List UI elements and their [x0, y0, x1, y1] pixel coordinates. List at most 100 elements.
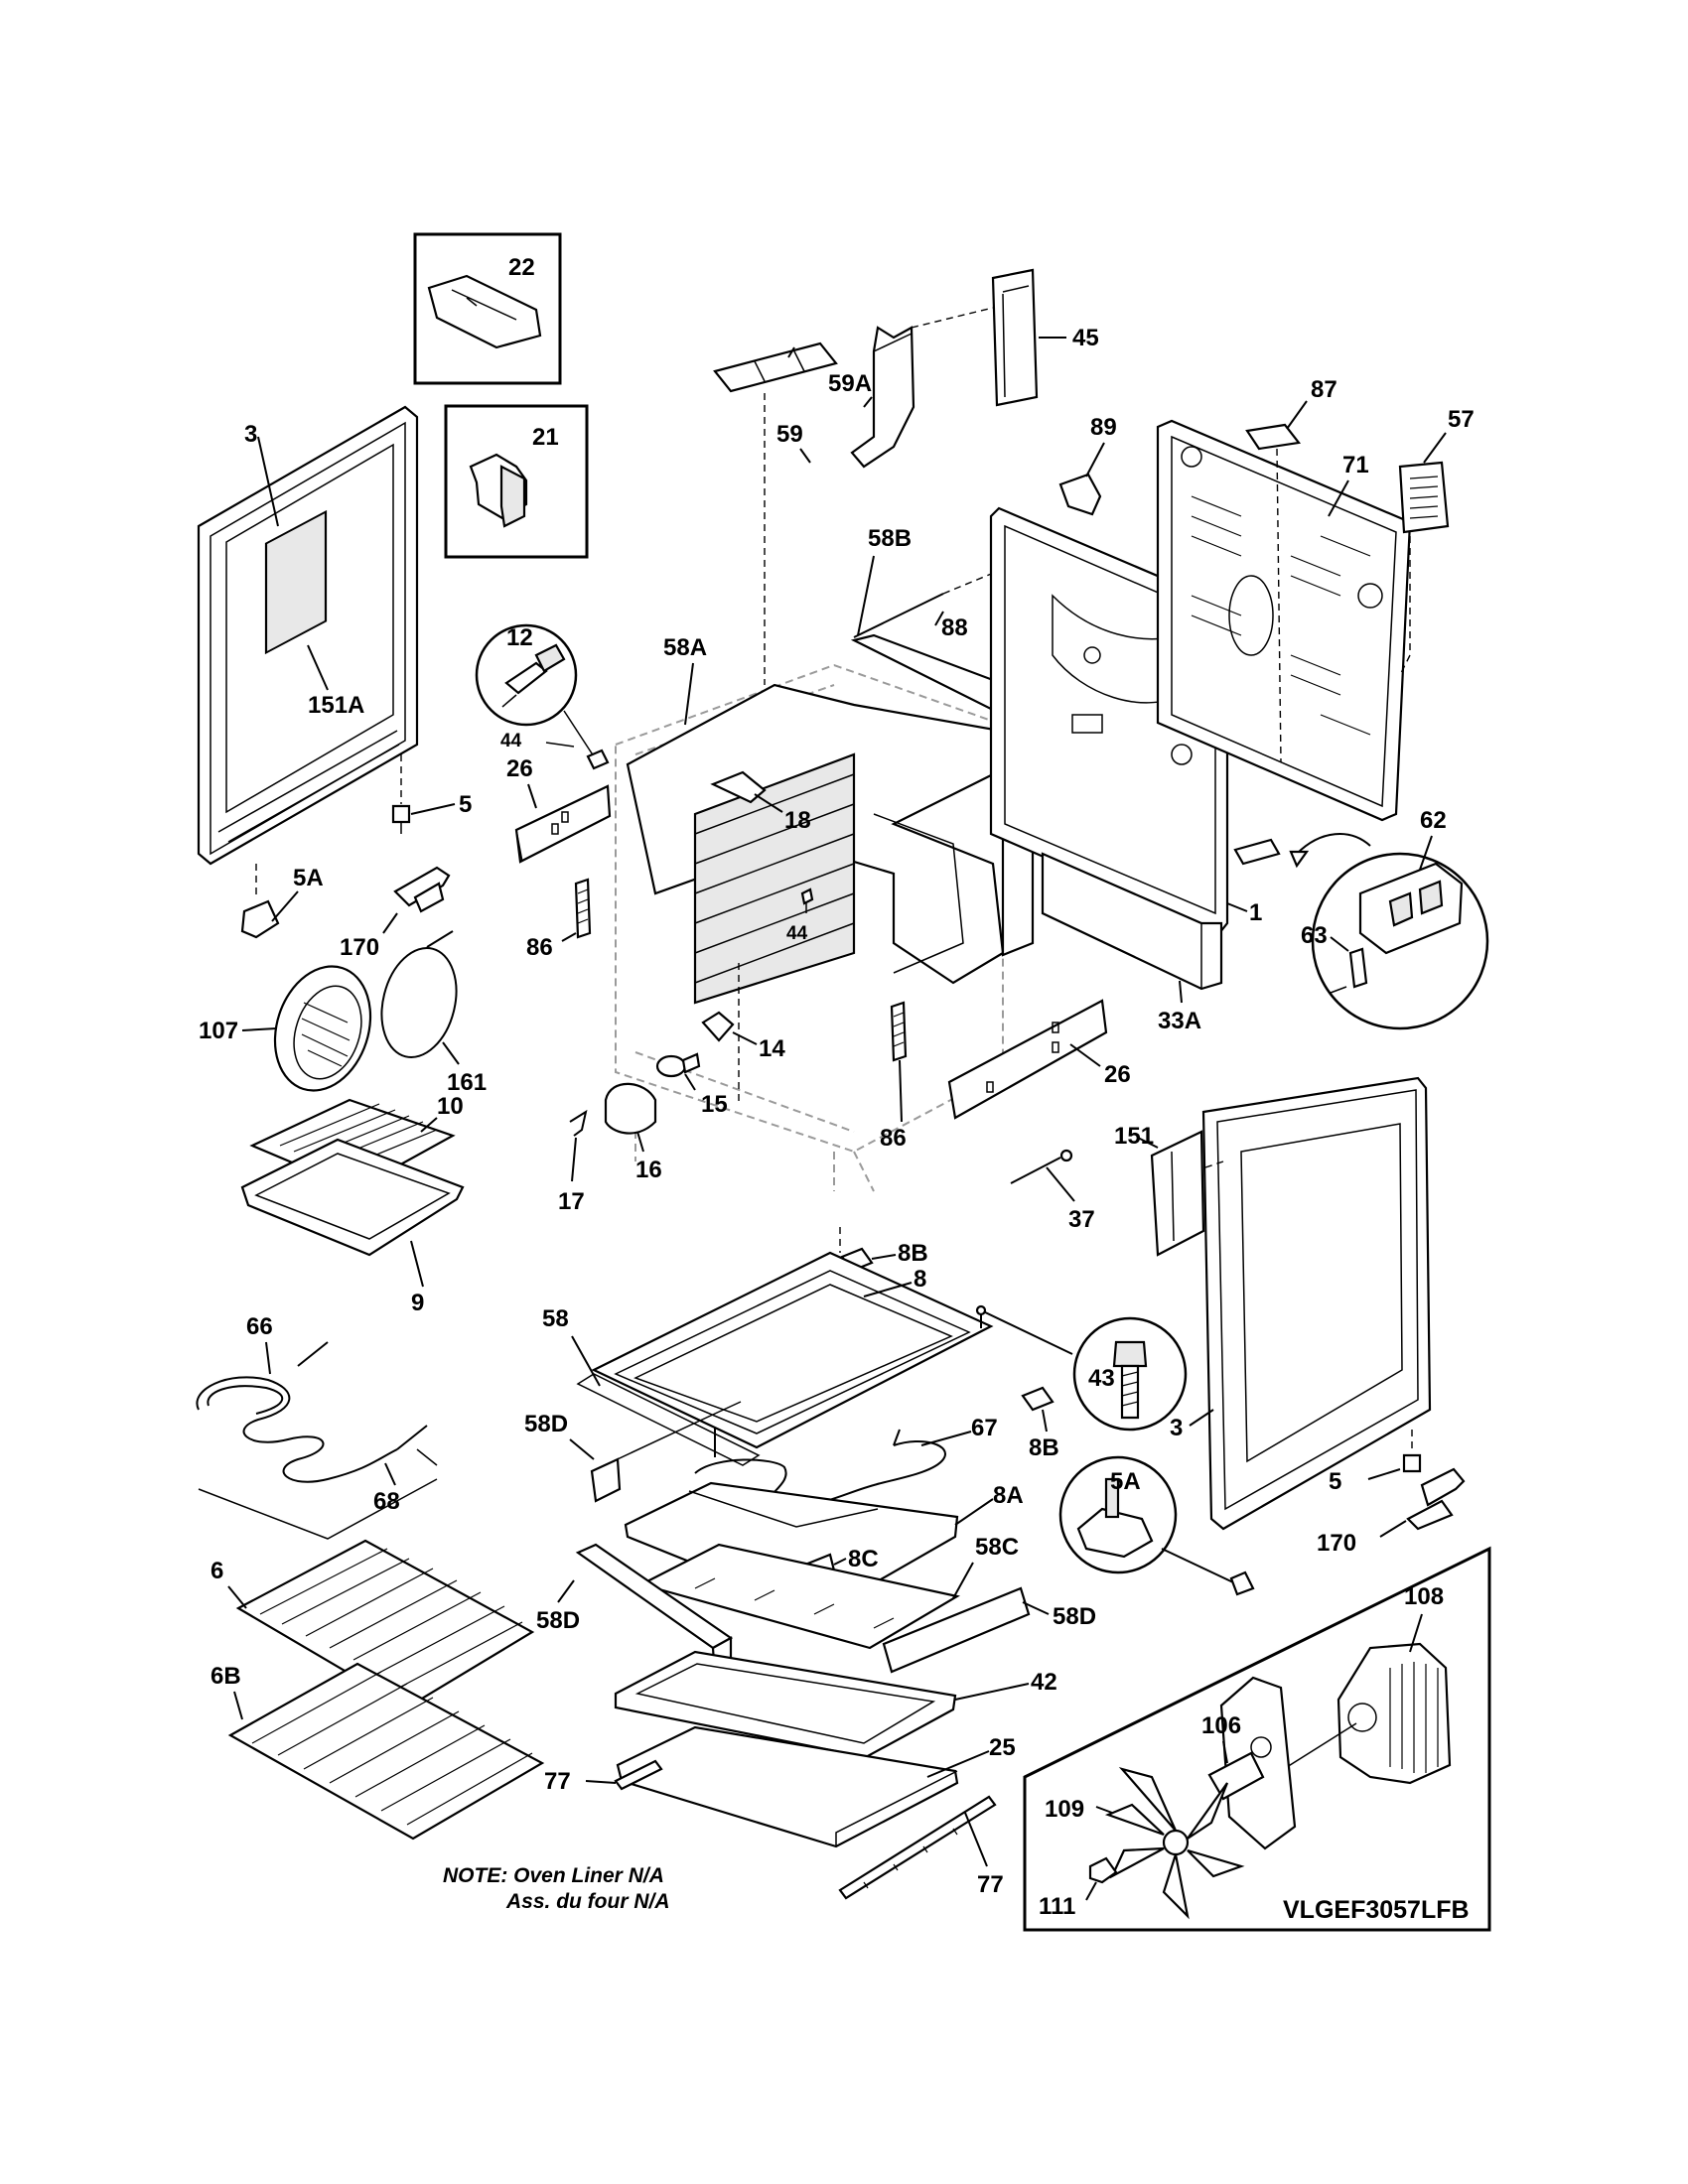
convection-fan-box — [1023, 1546, 1491, 1932]
part-108-fan-motor — [1286, 1642, 1452, 1785]
part-14-lamp-receptacle — [701, 1011, 735, 1042]
callout-170-right: 170 — [1317, 1530, 1356, 1557]
part-12-lamp-socket-detail — [475, 623, 578, 727]
part-77-slide-left — [614, 1759, 663, 1791]
callout-87: 87 — [1311, 376, 1337, 403]
part-57-vent-cover — [1398, 461, 1450, 534]
callout-108: 108 — [1404, 1583, 1444, 1610]
part-15-lamp-bulb — [655, 1052, 701, 1078]
callout-68: 68 — [373, 1488, 400, 1515]
part-33A-rear-rail — [1041, 852, 1223, 991]
part-terminal-block — [1233, 838, 1281, 866]
callout-107: 107 — [199, 1018, 238, 1044]
part-63-bracket — [1330, 947, 1368, 994]
callout-77-right: 77 — [977, 1871, 1004, 1898]
callout-86-left: 86 — [526, 934, 553, 961]
part-89-bracket — [1058, 473, 1102, 516]
callout-44-lower: 44 — [786, 923, 808, 944]
part-16-lamp-cover — [604, 1082, 657, 1135]
part-86-clip-left — [574, 878, 592, 939]
callout-43: 43 — [1088, 1365, 1115, 1392]
part-62-terminal-block-detail — [1311, 852, 1489, 1030]
part-26-rail-right — [947, 999, 1108, 1120]
part-71-back-panel — [1156, 419, 1412, 822]
callout-58A: 58A — [663, 634, 707, 661]
callout-106: 106 — [1201, 1712, 1241, 1739]
callout-8B-top: 8B — [898, 1240, 928, 1267]
part-5-leveler-right — [1402, 1453, 1422, 1473]
callout-89: 89 — [1090, 414, 1117, 441]
callout-58: 58 — [542, 1305, 569, 1332]
callout-71: 71 — [1342, 452, 1369, 478]
callout-58C: 58C — [975, 1534, 1019, 1561]
callout-62: 62 — [1420, 807, 1447, 834]
callout-170-left: 170 — [340, 934, 379, 961]
part-59-vent-duct — [713, 341, 838, 393]
part-42-panel — [614, 1650, 957, 1759]
callout-3-left: 3 — [244, 421, 257, 448]
callout-26-right: 26 — [1104, 1061, 1131, 1088]
callout-26-left: 26 — [506, 755, 533, 782]
callout-37: 37 — [1068, 1206, 1095, 1233]
callout-3-right: 3 — [1170, 1415, 1183, 1441]
callout-6B: 6B — [211, 1663, 241, 1690]
callout-59A: 59A — [828, 370, 872, 397]
callout-10: 10 — [437, 1093, 464, 1120]
callout-63: 63 — [1301, 922, 1328, 949]
callout-21: 21 — [532, 424, 559, 451]
callout-5A-left: 5A — [293, 865, 324, 891]
callout-151A: 151A — [308, 692, 364, 719]
part-58C-insulation-pad — [637, 1543, 960, 1650]
part-170-bracket-left — [393, 866, 451, 913]
callout-33A: 33A — [1158, 1008, 1201, 1034]
callout-18: 18 — [784, 807, 811, 834]
callout-45: 45 — [1072, 325, 1099, 351]
part-45-vent-box — [991, 268, 1039, 407]
callout-88: 88 — [941, 614, 968, 641]
callout-66: 66 — [246, 1313, 273, 1340]
part-106-fan-bracket — [1207, 1676, 1297, 1850]
callout-17: 17 — [558, 1188, 585, 1215]
part-151-hinge-bracket — [1150, 1130, 1205, 1257]
callout-25: 25 — [989, 1734, 1016, 1761]
callout-8C: 8C — [848, 1546, 879, 1572]
part-22-bracket — [413, 232, 562, 385]
part-58A-insulation-blanket — [626, 683, 1035, 1005]
callout-111: 111 — [1039, 1893, 1075, 1920]
part-5A-leg-left — [240, 899, 280, 939]
part-8B-clip-bottom — [1021, 1386, 1055, 1412]
model-code: VLGEF3057LFB — [1283, 1896, 1470, 1924]
callout-12: 12 — [506, 624, 533, 651]
callout-8B-bottom: 8B — [1029, 1434, 1059, 1461]
part-86-clip-right — [890, 1001, 908, 1062]
callout-9: 9 — [411, 1290, 424, 1316]
callout-15: 15 — [701, 1091, 728, 1118]
callout-1: 1 — [1249, 899, 1262, 926]
part-3-left-side-panel — [197, 405, 419, 866]
part-5A-leg-detail-right — [1058, 1455, 1178, 1574]
part-26-rail-left — [514, 784, 612, 864]
callout-42: 42 — [1031, 1669, 1057, 1696]
part-111-nut — [1088, 1856, 1118, 1884]
callout-161: 161 — [447, 1069, 487, 1096]
callout-14: 14 — [759, 1035, 785, 1062]
part-6B-oven-rack — [227, 1662, 545, 1841]
part-109-fan-blade — [1104, 1767, 1245, 1920]
callout-5A-right: 5A — [1110, 1468, 1141, 1495]
part-87-clip — [1245, 423, 1302, 451]
callout-59: 59 — [776, 421, 803, 448]
callout-58D-c: 58D — [1053, 1603, 1096, 1630]
part-5-leveler-left — [391, 804, 411, 834]
callout-44-upper: 44 — [500, 731, 522, 751]
callout-77-left: 77 — [544, 1768, 571, 1795]
callout-58D-b: 58D — [536, 1607, 580, 1634]
part-21-switch — [444, 404, 589, 559]
part-58D-insulation-strip-1 — [590, 1401, 742, 1503]
part-43-bolt-detail — [1072, 1316, 1188, 1432]
callout-58B: 58B — [868, 525, 912, 552]
callout-58D-a: 58D — [524, 1411, 568, 1437]
part-8-drawer-pan — [591, 1251, 994, 1449]
callout-67: 67 — [971, 1415, 998, 1441]
callout-16: 16 — [635, 1157, 662, 1183]
